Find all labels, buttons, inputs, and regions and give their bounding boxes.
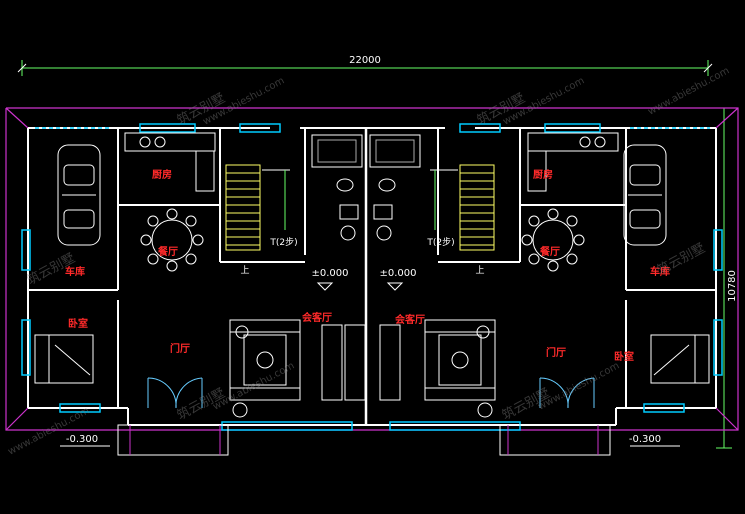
right-kitchen-counter — [527, 132, 619, 192]
watermark: 筑云别墅 www.abieshu.com 筑云别墅 www.abieshu.co… — [6, 65, 731, 457]
left-kitchen-counter — [124, 132, 216, 192]
watermark-url-6: www.abieshu.com — [536, 360, 621, 412]
left-car-icon — [57, 144, 101, 246]
right-floor-level: ±0.000 — [379, 268, 416, 279]
overall-width-label: 22000 — [349, 55, 381, 66]
overall-depth-dimension: 10780 — [716, 107, 738, 449]
right-bed-icon — [650, 334, 710, 384]
left-dining-table-icon — [140, 208, 204, 272]
left-stair-note: T(2步) — [269, 237, 297, 248]
right-dining-table-icon — [521, 208, 585, 272]
walls — [27, 127, 717, 426]
right-stair-note: T(2步) — [426, 237, 454, 248]
windows — [21, 123, 723, 431]
right-bedroom-label: 卧室 — [614, 350, 634, 363]
level-markers: ±0.000 ±0.000 -0.300 -0.300 — [60, 268, 680, 447]
left-kitchen-label: 厨房 — [152, 168, 172, 181]
watermark-url-5: www.abieshu.com — [211, 360, 296, 412]
right-kitchen-label: 厨房 — [533, 168, 553, 181]
right-garage-label: 车库 — [650, 265, 670, 278]
right-dining-label: 餐厅 — [539, 245, 560, 258]
front-steps — [117, 424, 611, 456]
right-foyer-label: 门厅 — [546, 346, 566, 359]
left-bedroom-label: 卧室 — [68, 317, 88, 330]
eave-outline — [5, 107, 739, 431]
left-floor-level: ±0.000 — [311, 268, 348, 279]
left-bed-icon — [34, 334, 94, 384]
overall-width-dimension: 22000 — [17, 55, 713, 76]
right-sofa-set-icon — [344, 319, 496, 418]
right-entry-door — [539, 377, 595, 409]
left-outdoor-level: -0.300 — [66, 434, 98, 445]
left-entry-door — [147, 377, 203, 409]
watermark-brand-4: 筑云别墅 — [654, 240, 707, 279]
watermark-url-8: www.abieshu.com — [646, 65, 731, 117]
right-outdoor-level: -0.300 — [629, 434, 661, 445]
watermark-url-7: www.abieshu.com — [6, 405, 91, 457]
left-stair — [225, 164, 290, 251]
left-living-label: 会客厅 — [302, 311, 332, 324]
wc-core — [311, 134, 421, 241]
left-stair-up: 上 — [240, 265, 249, 276]
left-foyer-label: 门厅 — [170, 342, 190, 355]
left-sofa-set-icon — [229, 319, 343, 418]
left-garage-label: 车库 — [65, 265, 85, 278]
overall-depth-label: 10780 — [727, 270, 738, 302]
left-dining-label: 餐厅 — [157, 245, 178, 258]
right-stair-up: 上 — [475, 265, 484, 276]
right-car-icon — [623, 144, 667, 246]
right-stair — [430, 164, 495, 251]
right-living-label: 会客厅 — [395, 313, 425, 326]
